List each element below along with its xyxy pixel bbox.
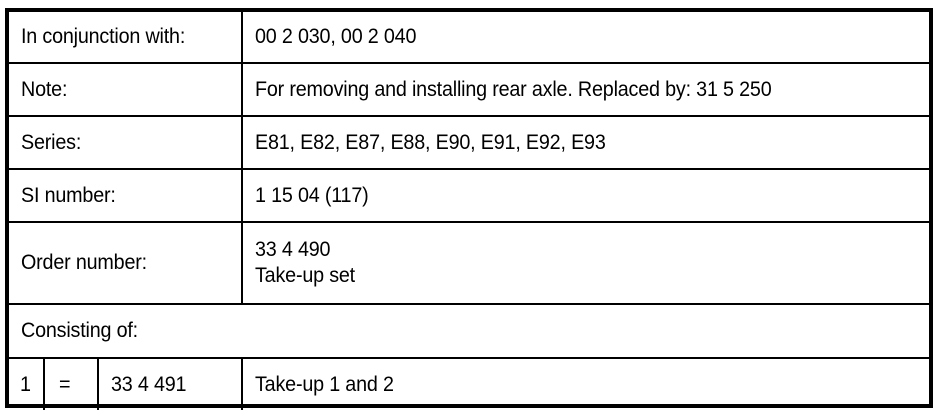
row-label-cell: Series: [9, 117, 243, 168]
part-number: 33 4 491 [111, 372, 187, 396]
row-label-cell: Note: [9, 64, 243, 115]
part-quantity-cell: 1 [9, 359, 45, 410]
series-label: Series: [21, 130, 82, 154]
part-description-cell: Take-up 1 and 2 [243, 359, 929, 410]
row-label-cell: Order number: [9, 223, 243, 303]
table-row-consisting-of: Consisting of: [9, 305, 929, 359]
specification-table: In conjunction with: 00 2 030, 00 2 040 … [5, 8, 933, 410]
table-row-in-conjunction-with: In conjunction with: 00 2 030, 00 2 040 [9, 12, 929, 64]
part-quantity: 1 [20, 372, 31, 396]
row-value-cell: 00 2 030, 00 2 040 [243, 12, 929, 62]
si-number-label: SI number: [21, 183, 116, 207]
table-row-series: Series: E81, E82, E87, E88, E90, E91, E9… [9, 117, 929, 170]
si-number-value: 1 15 04 (117) [255, 183, 369, 207]
table-row-note: Note: For removing and installing rear a… [9, 64, 929, 117]
equals-sign: = [59, 372, 71, 396]
order-number-description: Take-up set [255, 264, 355, 287]
row-value-cell: E81, E82, E87, E88, E90, E91, E92, E93 [243, 117, 929, 168]
order-number-label: Order number: [21, 251, 147, 274]
in-conjunction-with-label: In conjunction with: [21, 25, 186, 48]
row-value-cell: 33 4 490 Take-up set [243, 223, 929, 303]
note-label: Note: [21, 77, 68, 101]
table-row-part: 1 = 33 4 491 Take-up 1 and 2 [9, 359, 929, 410]
in-conjunction-with-value: 00 2 030, 00 2 040 [255, 25, 417, 48]
row-label-cell: In conjunction with: [9, 12, 243, 62]
part-equals-cell: = [45, 359, 99, 410]
note-value: For removing and installing rear axle. R… [255, 77, 772, 101]
consisting-of-label: Consisting of: [21, 319, 138, 342]
row-value-cell: 1 15 04 (117) [243, 170, 929, 221]
part-description: Take-up 1 and 2 [255, 372, 394, 396]
table-row-si-number: SI number: 1 15 04 (117) [9, 170, 929, 223]
series-value: E81, E82, E87, E88, E90, E91, E92, E93 [255, 130, 606, 154]
row-label-cell: SI number: [9, 170, 243, 221]
part-number-cell: 33 4 491 [99, 359, 243, 410]
consisting-of-cell: Consisting of: [9, 305, 929, 357]
row-value-cell: For removing and installing rear axle. R… [243, 64, 929, 115]
order-number-value: 33 4 490 [255, 238, 331, 261]
table-row-order-number: Order number: 33 4 490 Take-up set [9, 223, 929, 305]
